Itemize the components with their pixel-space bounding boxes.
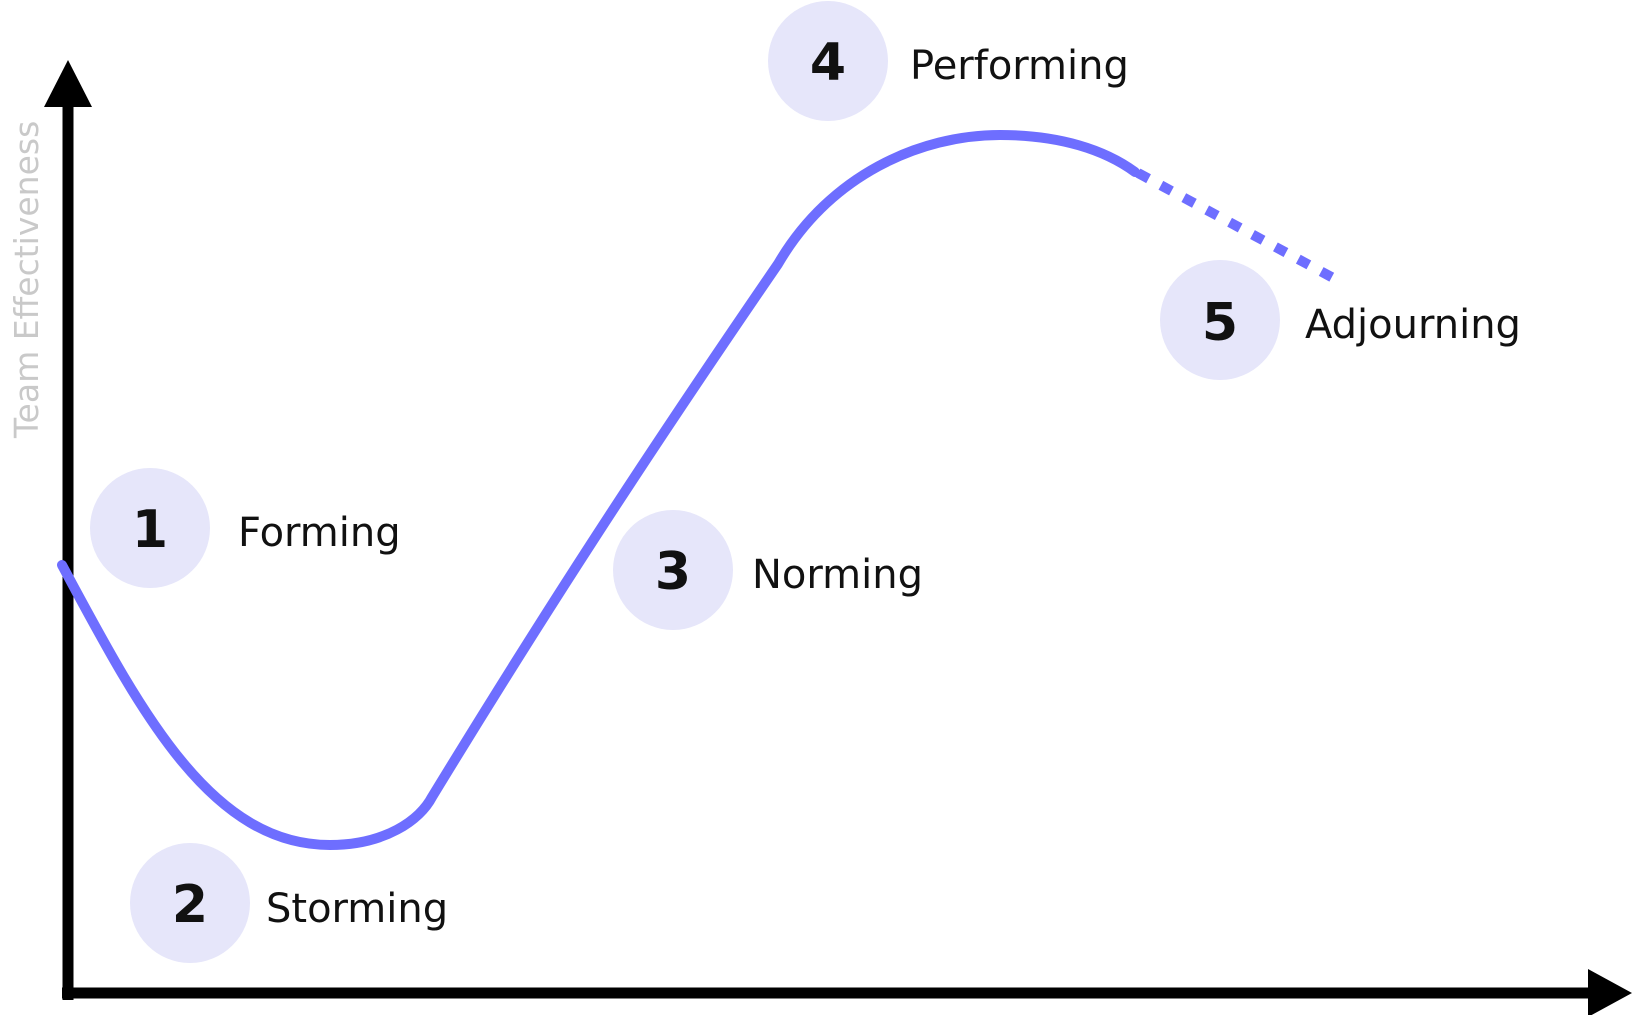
axes	[44, 60, 1632, 1015]
curve-dotted	[1135, 168, 1340, 285]
stage-performing: 4 Performing	[768, 1, 1129, 121]
stage-badge	[130, 843, 250, 963]
stage-adjourning: 5 Adjourning	[1160, 260, 1521, 380]
stage-storming: 2 Storming	[130, 843, 448, 963]
y-axis-label: Team Effectiveness	[7, 121, 46, 439]
stage-forming: 1 Forming	[90, 468, 401, 588]
stage-number: 2	[172, 875, 208, 935]
stage-badge	[90, 468, 210, 588]
stage-number: 3	[655, 542, 691, 602]
stage-label: Adjourning	[1305, 302, 1521, 348]
stage-badge	[1160, 260, 1280, 380]
stage-label: Storming	[266, 886, 448, 932]
stage-label: Norming	[752, 552, 923, 598]
stage-norming: 3 Norming	[613, 510, 923, 630]
stage-label: Forming	[238, 510, 401, 556]
stage-number: 4	[810, 33, 846, 93]
curve-solid	[57, 129, 1140, 851]
stage-badge	[613, 510, 733, 630]
stage-label: Performing	[910, 43, 1129, 89]
stage-number: 1	[132, 500, 168, 560]
effectiveness-curve	[57, 129, 1340, 851]
stage-badge	[768, 1, 888, 121]
y-axis-arrowhead	[44, 60, 92, 107]
stage-number: 5	[1202, 293, 1238, 353]
x-axis-arrowhead	[1588, 969, 1632, 1015]
